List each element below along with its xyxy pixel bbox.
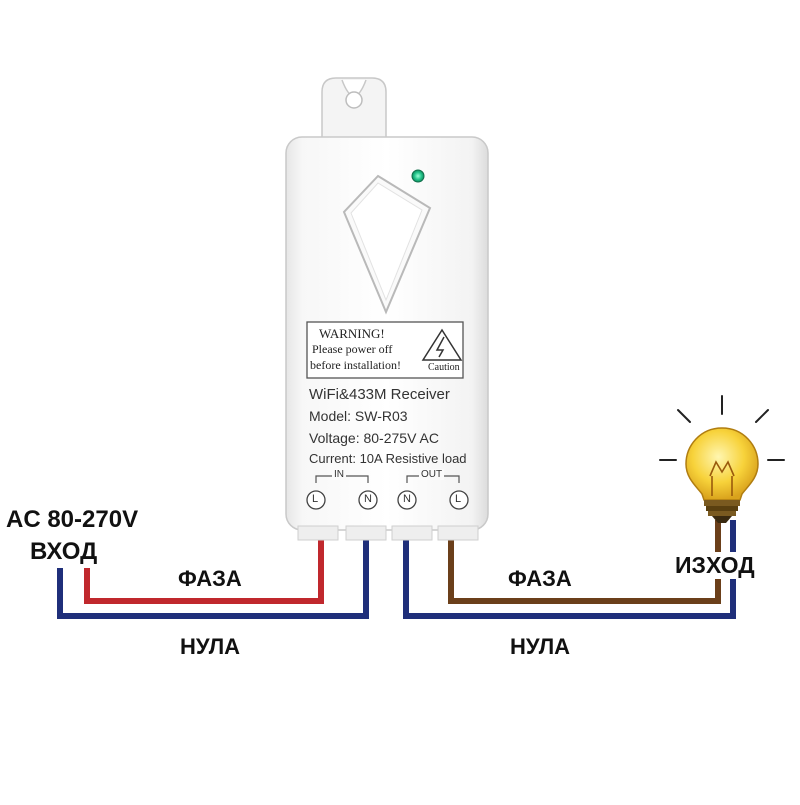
warning-line-2: before installation! (310, 358, 401, 372)
terminal-in-n (358, 490, 378, 510)
terminal-label-3: N (403, 493, 411, 505)
model-label: Model: SW-R03 (309, 408, 408, 424)
input-neutral-wire (57, 538, 369, 619)
caution-triangle-icon (421, 328, 463, 361)
input-phase-wire (84, 538, 324, 604)
terminal-in-l (306, 490, 326, 510)
output-label: ИЗХОД (673, 552, 757, 579)
input-label: ВХОД (30, 538, 98, 565)
light-bulb-icon (659, 395, 785, 523)
warning-line-1: Please power off (312, 342, 393, 356)
caution-label: Caution (428, 362, 460, 373)
output-phase-label: ФАЗА (508, 566, 572, 591)
output-neutral-label: НУЛА (510, 634, 571, 659)
warning-title: WARNING! (319, 326, 385, 341)
input-neutral-label: НУЛА (180, 634, 241, 659)
mounting-hook (321, 77, 387, 141)
status-led (411, 169, 425, 183)
terminal-label-1: L (312, 493, 319, 505)
relay-device (285, 77, 489, 541)
terminal-out-n (397, 490, 417, 510)
terminal-label-4: L (455, 493, 462, 505)
terminal-label-2: N (364, 493, 372, 505)
input-phase-label: ФАЗА (178, 566, 242, 591)
terminals (306, 490, 469, 510)
product-name: WiFi&433M Receiver (309, 386, 450, 403)
in-label: IN (332, 469, 346, 480)
light-rays (659, 395, 785, 461)
out-label: OUT (419, 469, 445, 480)
source-voltage-label: AC 80-270V (6, 506, 139, 533)
terminal-out-l (449, 490, 469, 510)
voltage-label: Voltage: 80-275V AC (309, 430, 439, 446)
current-label: Current: 10A Resistive load (309, 451, 467, 466)
